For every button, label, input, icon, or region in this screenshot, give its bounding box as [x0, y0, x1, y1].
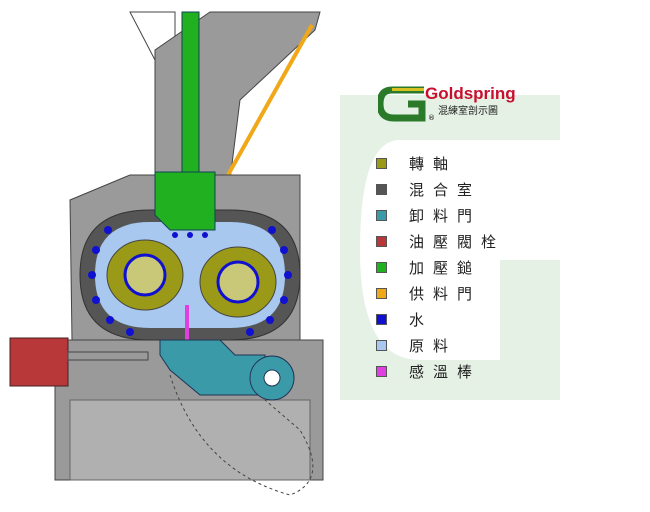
- legend-label: 油壓閥栓: [409, 232, 506, 251]
- legend-label: 混合室: [409, 180, 482, 199]
- legend-swatch: [376, 287, 387, 299]
- legend-swatch: [376, 209, 387, 221]
- diagram-subtitle: 混練室剖示圖: [438, 106, 498, 117]
- legend-swatch: [376, 261, 387, 273]
- goldspring-logo-icon: [378, 86, 426, 122]
- legend-item: 加壓鎚: [376, 254, 505, 280]
- legend-swatch: [376, 183, 387, 195]
- temperature-probe: [185, 305, 189, 340]
- ram-rod: [181, 11, 200, 183]
- legend-swatch: [376, 339, 387, 351]
- legend-label: 感溫棒: [409, 362, 482, 381]
- legend-swatch: [376, 313, 387, 325]
- legend-swatch: [376, 365, 387, 377]
- legend-swatch: [376, 157, 387, 169]
- brand-name: Goldspring: [425, 84, 516, 103]
- legend-label: 卸料門: [409, 206, 482, 225]
- legend-item: 轉軸: [376, 150, 505, 176]
- legend-item: 油壓閥栓: [376, 228, 505, 254]
- legend-label: 水: [409, 310, 434, 329]
- lower-recess: [69, 399, 311, 481]
- legend-item: 混合室: [376, 176, 505, 202]
- ram-weight: [154, 171, 216, 231]
- legend-item: 原料: [376, 332, 505, 358]
- legend-label: 原料: [409, 336, 458, 355]
- legend-item: 感溫棒: [376, 358, 505, 384]
- watermark-logo: [340, 95, 560, 400]
- legend-item: 供料門: [376, 280, 505, 306]
- feed-door-arm: [226, 24, 314, 176]
- legend: 轉軸混合室卸料門油壓閥栓加壓鎚供料門水原料感溫棒: [376, 150, 505, 384]
- legend-swatch: [376, 235, 387, 247]
- legend-label: 供料門: [409, 284, 482, 303]
- hydraulic-cylinder: [9, 337, 69, 387]
- water-channels: [88, 226, 292, 336]
- legend-label: 轉軸: [409, 154, 458, 173]
- registered-mark: ®: [428, 114, 435, 122]
- legend-label: 加壓鎚: [409, 258, 482, 277]
- legend-item: 卸料門: [376, 202, 505, 228]
- legend-item: 水: [376, 306, 505, 332]
